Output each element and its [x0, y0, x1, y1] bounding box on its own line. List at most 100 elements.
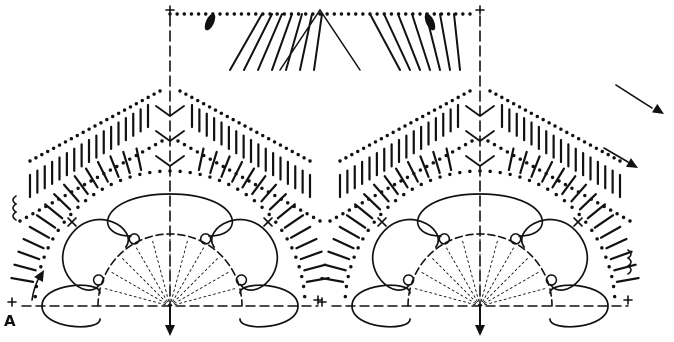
stitch-mark — [340, 227, 359, 238]
chain-dot — [52, 147, 55, 150]
spoke — [432, 258, 480, 306]
chain-dot — [512, 102, 515, 105]
chain-dot — [196, 150, 199, 153]
chain-dot — [84, 199, 87, 202]
chain-dot — [247, 179, 250, 182]
chain-dot — [122, 161, 125, 164]
chain-dot — [565, 131, 568, 134]
stitch-mark — [30, 227, 49, 238]
chain-dot — [354, 12, 357, 15]
chain-dot — [176, 139, 179, 142]
chain-dot — [231, 118, 234, 121]
chain-dot — [275, 12, 278, 15]
chain-dot — [433, 108, 436, 111]
stitch-mark — [314, 14, 322, 70]
chain-dot — [234, 172, 237, 175]
chain-dot — [76, 187, 79, 190]
chain-dot — [386, 206, 389, 209]
chain-dot — [438, 157, 441, 160]
chain-dot — [454, 12, 457, 15]
stitch-mark — [37, 215, 55, 227]
chain-dot — [615, 212, 618, 215]
chain-dot — [397, 127, 400, 130]
chain-dot — [506, 150, 509, 153]
chain-dot — [302, 156, 305, 159]
chain-dot — [96, 176, 99, 179]
chain-dot — [356, 150, 359, 153]
chain-dot — [76, 206, 79, 209]
chain-dot — [518, 175, 521, 178]
chain-dot — [335, 216, 338, 219]
stitch-mark — [304, 265, 325, 271]
stitch-mark — [54, 194, 70, 209]
chain-dot — [261, 134, 264, 137]
stitch-mark — [11, 278, 33, 282]
picot — [439, 234, 449, 244]
loop-mark — [13, 212, 16, 220]
chain-dot — [386, 187, 389, 190]
spoke — [480, 288, 546, 306]
picot — [201, 234, 211, 244]
chain-dot — [208, 105, 211, 108]
chain-dot — [432, 161, 435, 164]
left-fan-motif — [8, 6, 329, 336]
chain-dot — [296, 153, 299, 156]
stitch-mark — [408, 162, 418, 182]
chain-dot — [92, 193, 95, 196]
chain-dot — [537, 183, 540, 186]
chain-dot — [590, 197, 593, 200]
chain-dot — [525, 161, 528, 164]
chain-dot — [220, 112, 223, 115]
chain-dot — [488, 170, 491, 173]
chain-dot — [198, 173, 201, 176]
chain-dot — [493, 143, 496, 146]
chain-dot — [595, 237, 598, 240]
chain-dot — [461, 12, 464, 15]
chain-dot — [344, 156, 347, 159]
chain-dot — [147, 147, 150, 150]
chain-dot — [228, 168, 231, 171]
chain-dot — [25, 216, 28, 219]
chain-dot — [247, 12, 250, 15]
chain-dot — [69, 213, 72, 216]
chain-dot — [312, 216, 315, 219]
chain-dot — [226, 115, 229, 118]
chain-dot — [154, 143, 157, 146]
chain-dot — [345, 285, 348, 288]
chain-dot — [457, 147, 460, 150]
chain-dot — [606, 153, 609, 156]
chain-dot — [218, 179, 221, 182]
stitch-mark — [285, 215, 303, 227]
stitch-mark — [580, 194, 596, 209]
chain-dot — [399, 179, 402, 182]
chain-dot — [338, 159, 341, 162]
chain-dot — [273, 194, 276, 197]
chain-dot — [260, 187, 263, 190]
chain-dot — [468, 170, 471, 173]
stitch-mark — [45, 204, 62, 218]
chain-dot — [57, 197, 60, 200]
chain-dot — [141, 150, 144, 153]
chain-dot — [202, 102, 205, 105]
chain-dot — [209, 157, 212, 160]
chain-dot — [348, 208, 351, 211]
chain-dot — [380, 190, 383, 193]
chain-dot — [178, 170, 181, 173]
chain-dot — [622, 216, 625, 219]
chain-dot — [612, 285, 615, 288]
chain-dot — [318, 219, 321, 222]
chain-dot — [328, 219, 331, 222]
spoke — [170, 240, 188, 306]
spoke — [152, 240, 170, 306]
chain-dot — [531, 165, 534, 168]
chain-dot — [602, 205, 605, 208]
chain-dot — [530, 112, 533, 115]
chain-dot — [42, 255, 45, 258]
chain-dot — [391, 131, 394, 134]
chain-dot — [468, 89, 471, 92]
stitch-mark — [270, 194, 286, 209]
chain-dot — [528, 179, 531, 182]
stitch-mark — [355, 204, 372, 218]
chain-dot — [101, 188, 104, 191]
